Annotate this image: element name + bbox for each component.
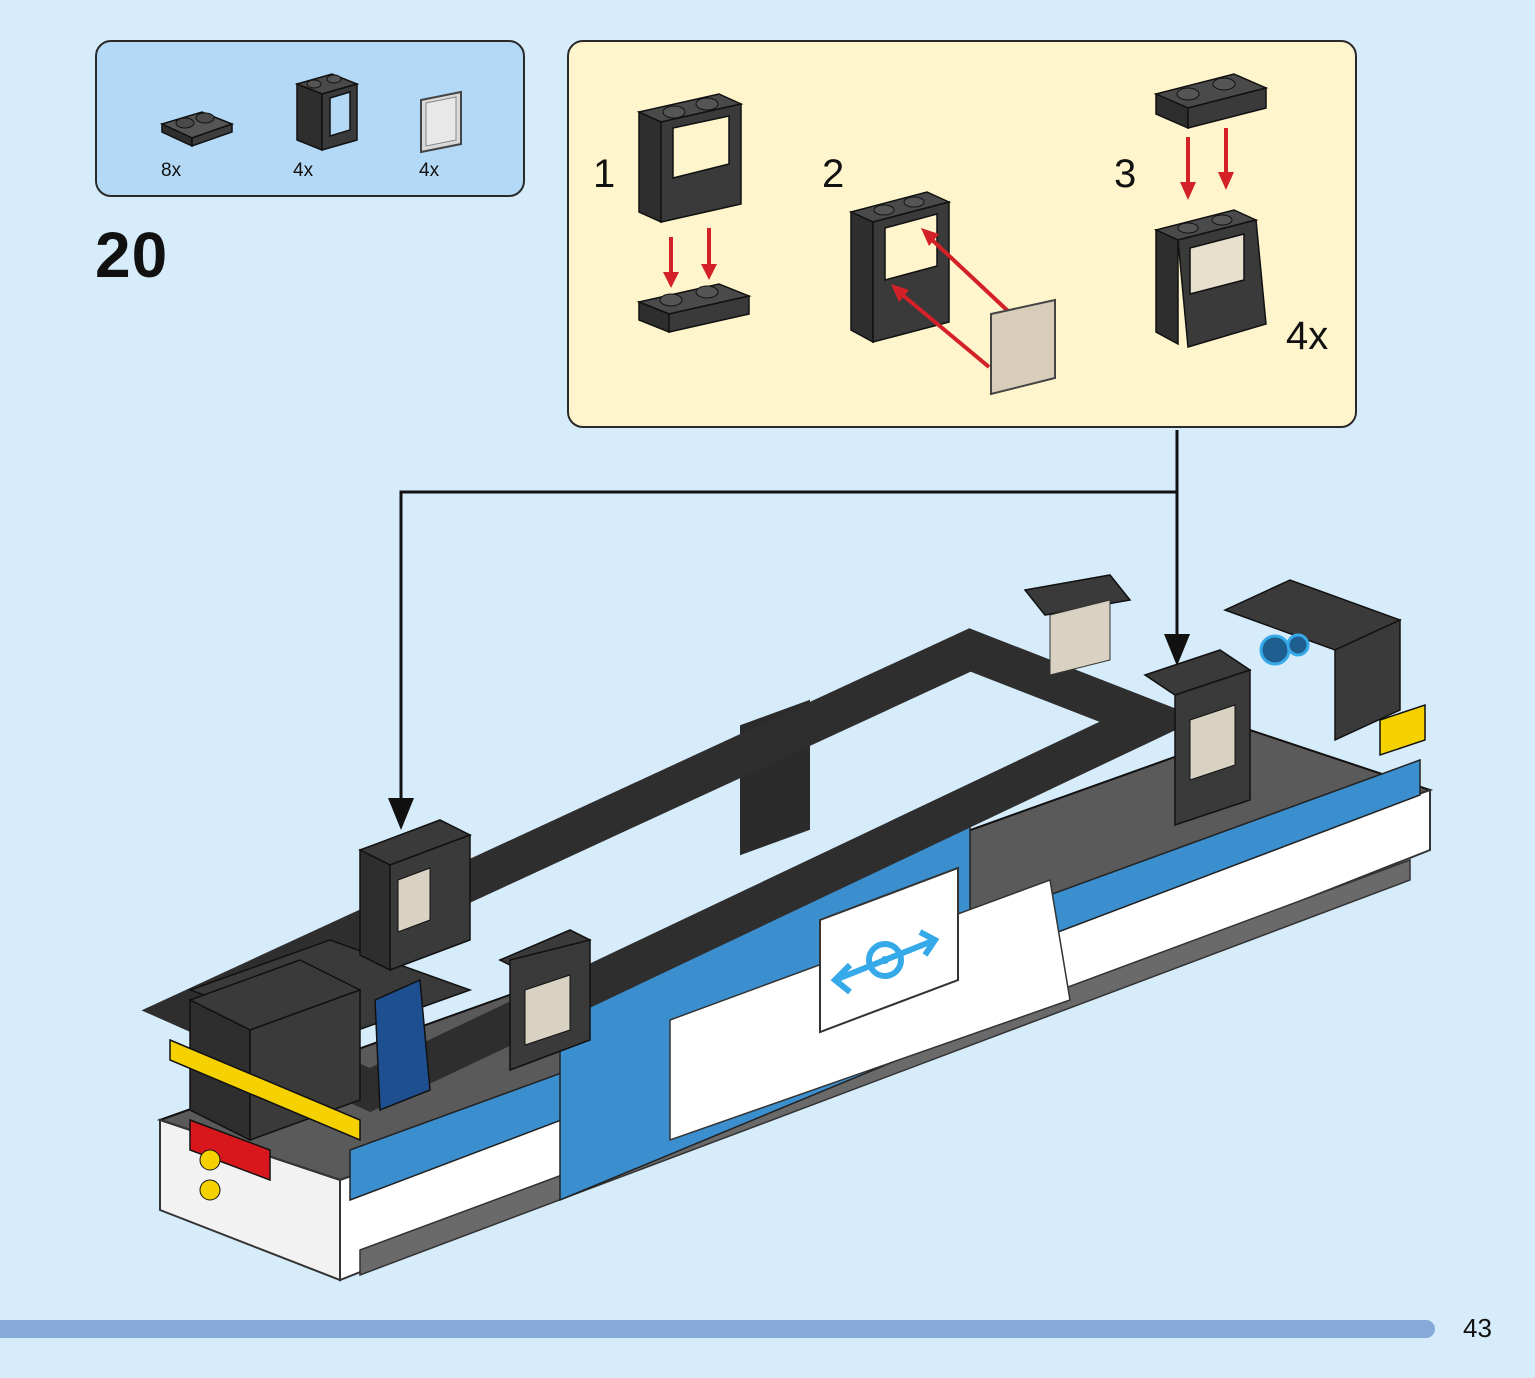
sub-step-2-number: 2 bbox=[822, 152, 845, 196]
sub-step-1-number: 1 bbox=[593, 152, 616, 196]
logo-panel bbox=[819, 866, 959, 1034]
sub-step-3-number: 3 bbox=[1114, 152, 1137, 196]
sub-assembly-callout: 1 2 3 4x bbox=[567, 40, 1357, 428]
step-number: 20 bbox=[95, 219, 169, 291]
part-window-glass-icon bbox=[420, 90, 462, 154]
part-qty-window-frame: 4x bbox=[293, 160, 314, 181]
train-model-illustration bbox=[141, 574, 1434, 1282]
part-qty-window-glass: 4x bbox=[419, 160, 440, 181]
sub-step-2-illustration bbox=[848, 191, 1056, 396]
part-qty-plate: 8x bbox=[161, 160, 182, 181]
parts-callout: 8x 4x 4x bbox=[95, 40, 525, 197]
part-window-frame-icon bbox=[294, 73, 360, 152]
sub-step-1-illustration bbox=[636, 93, 752, 334]
sub-assembly-multiplier: 4x bbox=[1286, 314, 1329, 358]
sub-step-3-illustration bbox=[1153, 73, 1269, 348]
page-number: 43 bbox=[1463, 1313, 1492, 1343]
page-footer-bar bbox=[0, 1320, 1435, 1338]
part-plate-icon bbox=[159, 111, 235, 148]
